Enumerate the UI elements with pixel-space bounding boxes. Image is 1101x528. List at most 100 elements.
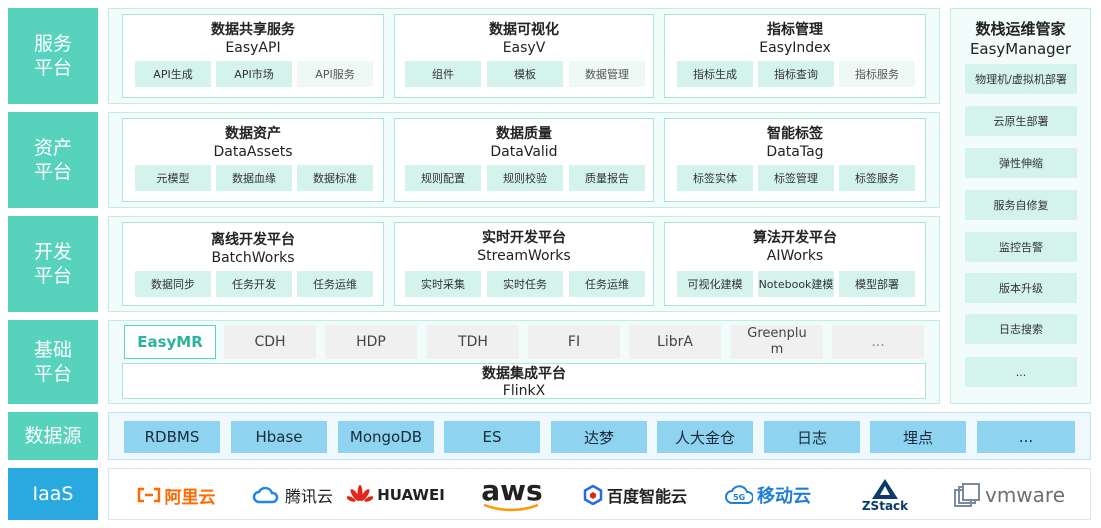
module-streamworks: 实时开发平台 StreamWorks 实时采集 实时任务 任务运维 <box>394 222 654 306</box>
chip-rt-ops: 任务运维 <box>569 271 645 297</box>
chip-api-market: API市场 <box>216 61 292 87</box>
module-subtitle: DataAssets <box>213 144 293 160</box>
module-title: 指标管理 <box>767 22 823 38</box>
layer-label-asset: 资产 平台 <box>8 112 98 208</box>
em-item-self-heal: 服务自修复 <box>965 190 1077 220</box>
chip-rt-task: 实时任务 <box>487 271 563 297</box>
chip-rt-collect: 实时采集 <box>405 271 481 297</box>
huawei-logo-icon <box>347 485 374 502</box>
module-title: 数据共享服务 <box>211 22 295 38</box>
chip-data-standard: 数据标准 <box>297 165 373 191</box>
svg-text:5G: 5G <box>733 493 745 502</box>
em-item-upgrade: 版本升级 <box>965 273 1077 303</box>
chip-quality-report: 质量报告 <box>569 165 645 191</box>
datasource-log: 日志 <box>764 421 860 453</box>
module-subtitle: DataTag <box>766 144 824 160</box>
module-easyindex: 指标管理 EasyIndex 指标生成 指标查询 指标服务 <box>664 14 926 98</box>
base-item-hdp: HDP <box>325 325 417 359</box>
module-datavalid: 数据质量 DataValid 规则配置 规则校验 质量报告 <box>394 118 654 202</box>
aws-smile-icon <box>483 504 539 512</box>
module-batchworks: 离线开发平台 BatchWorks 数据同步 任务开发 任务运维 <box>122 222 384 306</box>
module-title: 数据可视化 <box>489 22 559 38</box>
em-item-more: ... <box>965 357 1077 387</box>
layer-label-iaas: IaaS <box>8 468 98 520</box>
module-title: 离线开发平台 <box>211 232 295 248</box>
chip-component: 组件 <box>405 61 481 87</box>
baidu-cloud-icon <box>583 485 603 505</box>
module-subtitle: EasyIndex <box>759 40 831 56</box>
zstack-logo-icon <box>872 478 898 499</box>
datasource-more: ... <box>977 421 1075 453</box>
module-easyv: 数据可视化 EasyV 组件 模板 数据管理 <box>394 14 654 98</box>
module-subtitle: StreamWorks <box>477 248 571 264</box>
em-item-elastic: 弹性伸缩 <box>965 148 1077 178</box>
module-subtitle: AIWorks <box>766 248 824 264</box>
base-item-tdh: TDH <box>427 325 519 359</box>
layer-label-base: 基础 平台 <box>8 320 98 404</box>
module-subtitle: EasyAPI <box>225 40 281 56</box>
datasource-mongodb: MongoDB <box>338 421 434 453</box>
module-flinkx: 数据集成平台 FlinkX <box>122 363 926 399</box>
iaas-zstack: ZStack <box>840 476 930 514</box>
datasource-es: ES <box>444 421 540 453</box>
chip-index-query: 指标查询 <box>758 61 834 87</box>
mobile-cloud-5g-icon: 5G <box>725 485 753 504</box>
chip-rule-config: 规则配置 <box>405 165 481 191</box>
chip-lineage: 数据血缘 <box>216 165 292 191</box>
tencent-cloud-icon <box>252 486 279 504</box>
chip-visual-model: 可视化建模 <box>677 271 753 297</box>
module-title: 实时开发平台 <box>482 230 566 246</box>
chip-index-service: 指标服务 <box>839 61 915 87</box>
datasource-kingbase: 人大金仓 <box>657 421 753 453</box>
chip-api-gen: API生成 <box>135 61 211 87</box>
module-dataassets: 数据资产 DataAssets 元模型 数据血缘 数据标准 <box>122 118 384 202</box>
layer-label-dev: 开发 平台 <box>8 216 98 312</box>
iaas-band <box>108 468 1091 520</box>
chip-model-deploy: 模型部署 <box>839 271 915 297</box>
module-subtitle: EasyV <box>502 40 546 56</box>
datasource-hbase: Hbase <box>231 421 327 453</box>
iaas-vmware: vmware <box>944 476 1074 514</box>
easymanager-subtitle: EasyManager <box>969 40 1072 58</box>
module-datatag: 智能标签 DataTag 标签实体 标签管理 标签服务 <box>664 118 926 202</box>
iaas-mobile: 5G 移动云 <box>712 476 824 514</box>
iaas-tencent: 腾讯云 <box>242 476 342 514</box>
iaas-aliyun-label: 阿里云 <box>164 487 216 508</box>
iaas-vmware-label: vmware <box>984 483 1066 507</box>
em-item-monitor: 监控告警 <box>965 232 1077 262</box>
chip-template: 模板 <box>487 61 563 87</box>
em-item-deploy: 物理机/虚拟机部署 <box>965 64 1077 94</box>
datasource-dameng: 达梦 <box>551 421 647 453</box>
chip-tag-entity: 标签实体 <box>677 165 753 191</box>
chip-rule-check: 规则校验 <box>487 165 563 191</box>
vmware-logo-icon <box>953 483 980 507</box>
module-title: 数据质量 <box>496 126 552 142</box>
base-item-greenplum: Greenplu m <box>731 325 823 359</box>
base-item-cdh: CDH <box>224 325 316 359</box>
module-easyapi: 数据共享服务 EasyAPI API生成 API市场 API服务 <box>122 14 384 98</box>
base-item-easymr: EasyMR <box>124 325 216 359</box>
chip-tag-manage: 标签管理 <box>758 165 834 191</box>
em-item-log-search: 日志搜索 <box>965 314 1077 344</box>
module-title: 数据资产 <box>225 126 281 142</box>
module-subtitle: DataValid <box>490 144 558 160</box>
module-aiworks: 算法开发平台 AIWorks 可视化建模 Notebook建模 模型部署 <box>664 222 926 306</box>
layer-label-datasource: 数据源 <box>8 412 98 460</box>
iaas-mobile-label: 移动云 <box>757 486 811 507</box>
em-item-cloud-native: 云原生部署 <box>965 106 1077 136</box>
base-item-more: ... <box>832 325 924 359</box>
module-subtitle: FlinkX <box>502 383 546 399</box>
iaas-aliyun: 阿里云 <box>128 476 224 514</box>
chip-task-ops: 任务运维 <box>297 271 373 297</box>
chip-data-manage: 数据管理 <box>569 61 645 87</box>
chip-index-gen: 指标生成 <box>677 61 753 87</box>
iaas-tencent-label: 腾讯云 <box>284 487 333 506</box>
chip-task-dev: 任务开发 <box>216 271 292 297</box>
iaas-baidu-label: 百度智能云 <box>606 487 687 506</box>
module-title: 数据集成平台 <box>482 366 566 382</box>
chip-meta-model: 元模型 <box>135 165 211 191</box>
chip-data-sync: 数据同步 <box>135 271 211 297</box>
iaas-huawei-label: HUAWEI <box>377 486 445 504</box>
chip-tag-service: 标签服务 <box>839 165 915 191</box>
base-item-fi: FI <box>528 325 620 359</box>
